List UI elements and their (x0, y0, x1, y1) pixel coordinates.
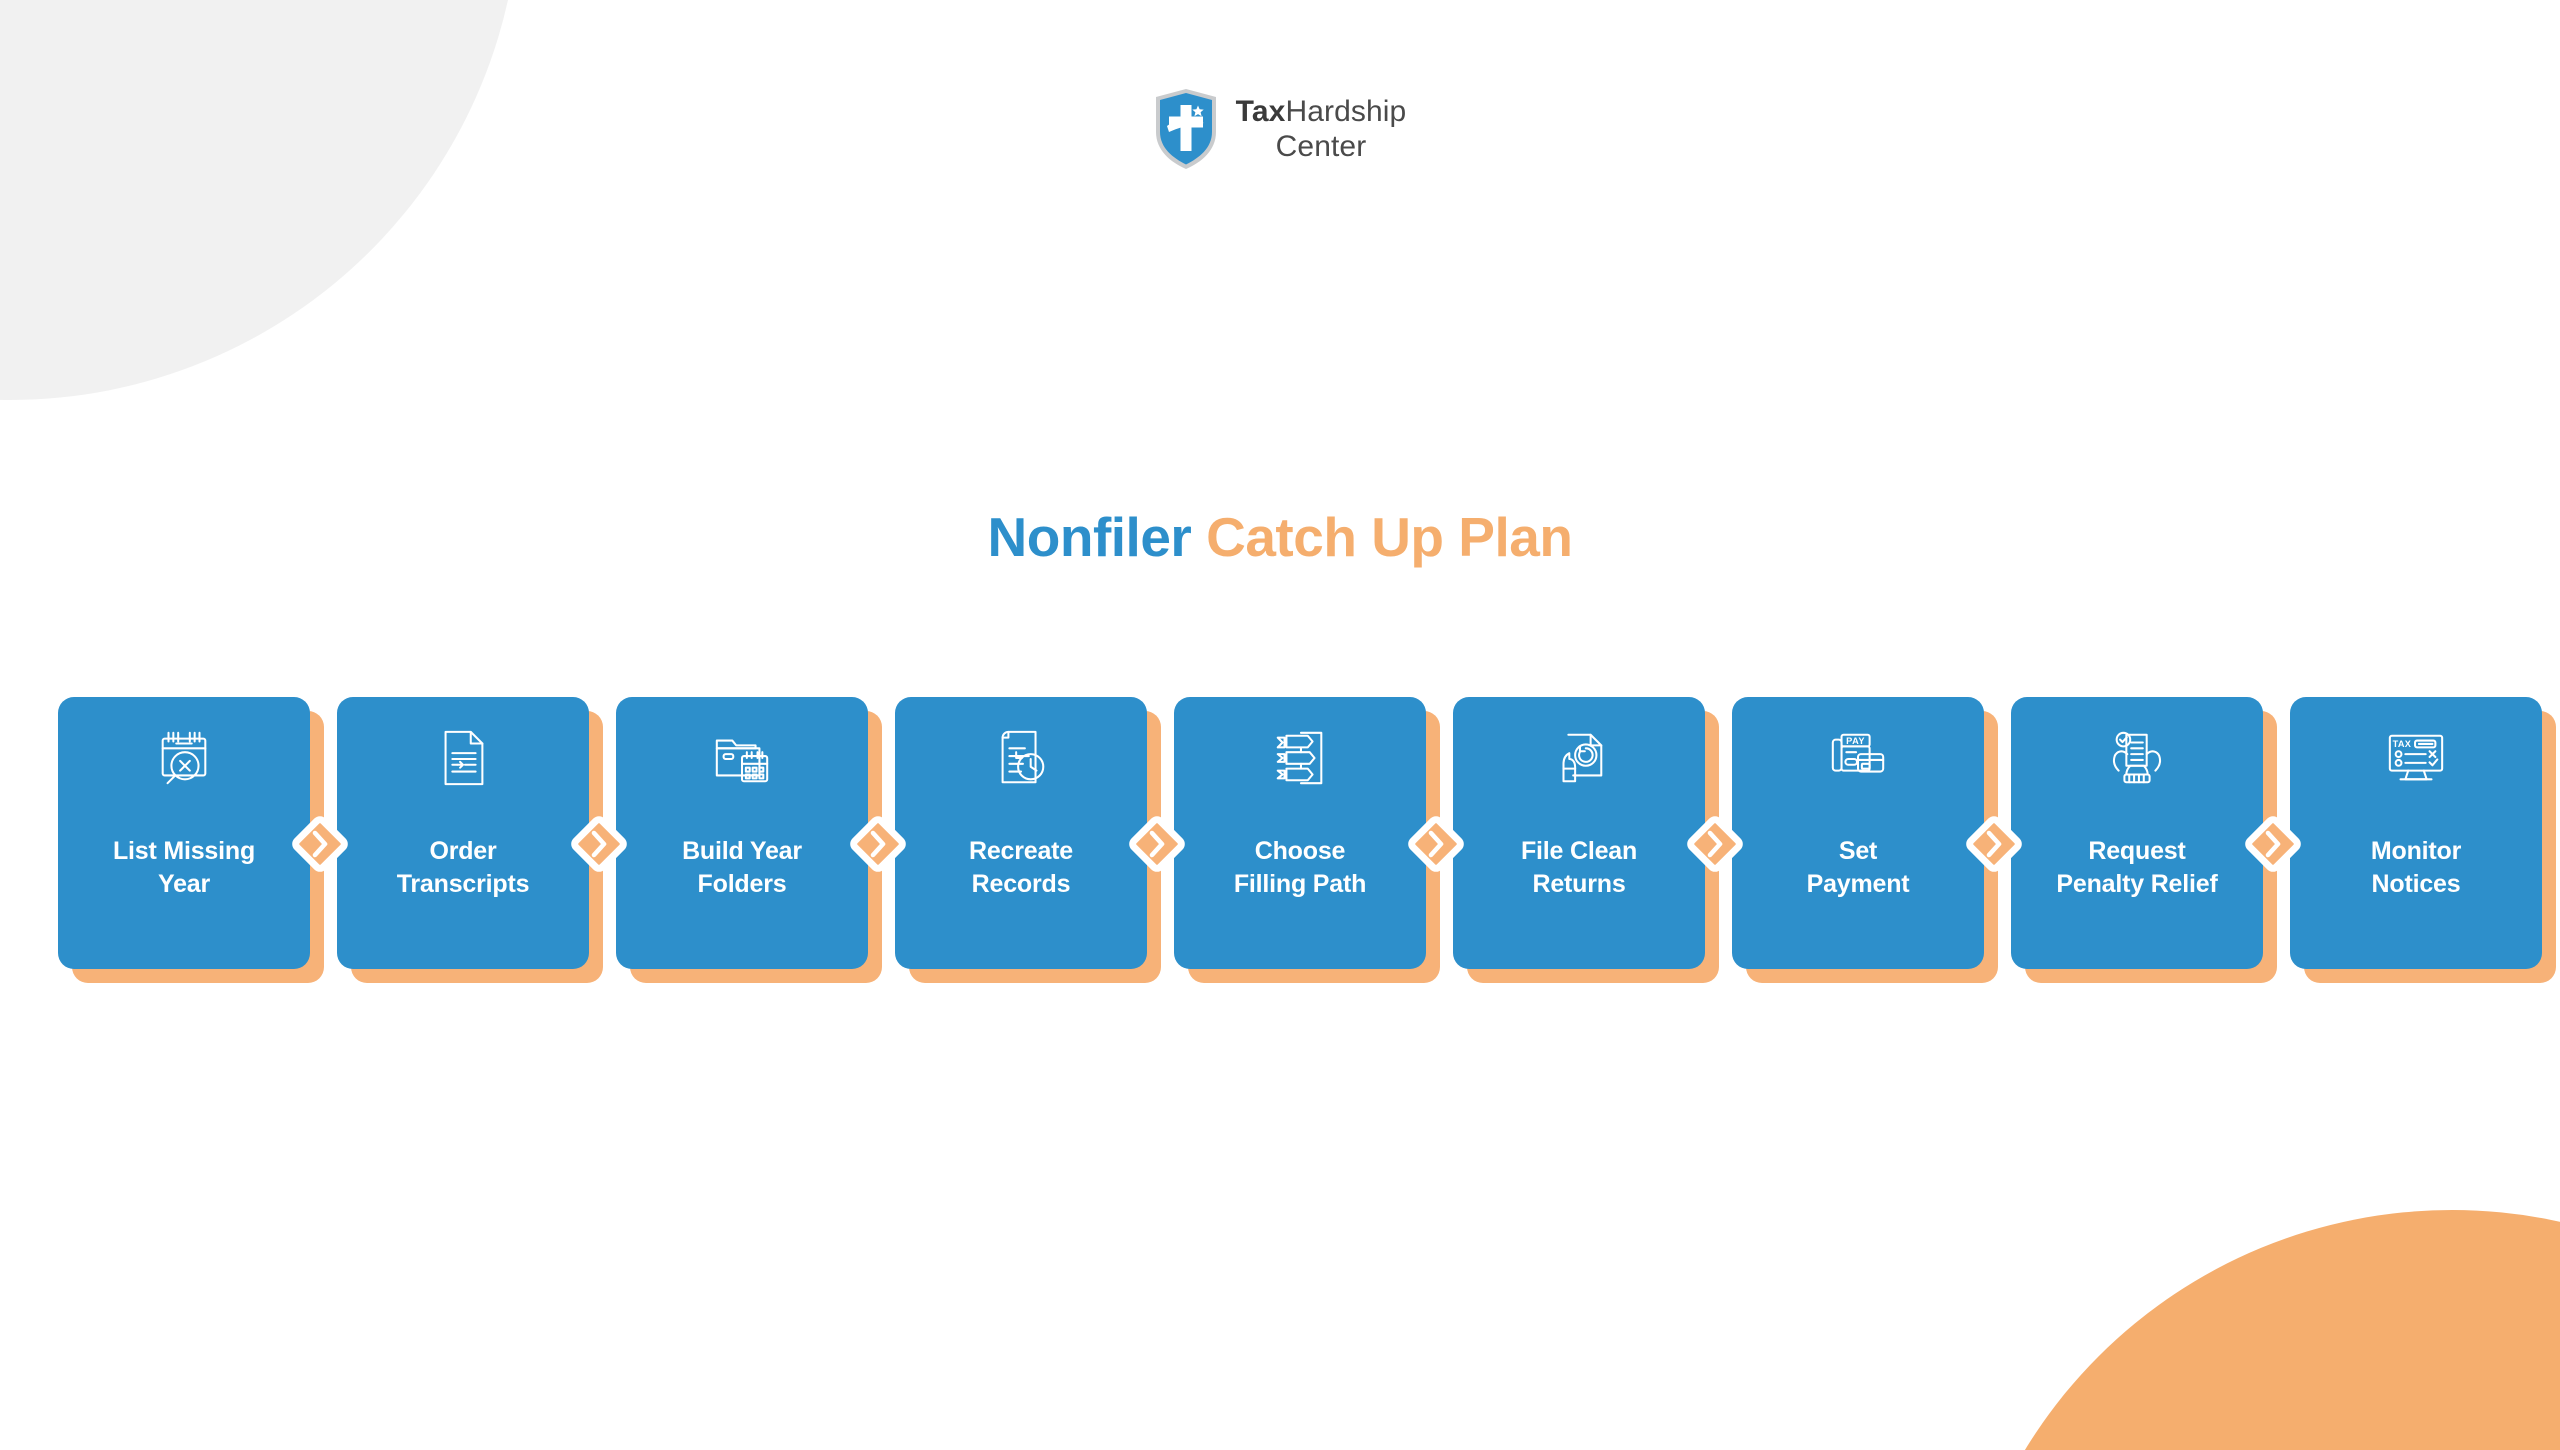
flow-step-label-line2: Notices (2371, 870, 2461, 898)
chevron-right-icon (1963, 813, 2025, 875)
flow-step-label-line2: Penalty Relief (2056, 870, 2218, 898)
chevron-right-icon (1684, 813, 1746, 875)
flowchart-branch-path-icon (1269, 727, 1331, 789)
decorative-circle-top-left (0, 0, 520, 400)
chevron-right-icon (1126, 813, 1188, 875)
brand-logo: TaxHardship Center (1154, 88, 1407, 170)
flow-step-label-line1: Request (2088, 837, 2186, 865)
flow-connector-6 (1683, 812, 1747, 876)
flow-connector-7 (1962, 812, 2026, 876)
page-title-accent: Catch Up Plan (1206, 506, 1573, 568)
flow-step-label-line1: Build Year (682, 837, 802, 865)
flow-connector-2 (567, 812, 631, 876)
flow-step-label-line1: List Missing (112, 837, 256, 865)
flow-connector-4 (1125, 812, 1189, 876)
page-title-primary: Nonfiler (987, 506, 1192, 568)
svg-text:PAY: PAY (1846, 736, 1865, 746)
flow-step-label-line2: Records (971, 870, 1071, 898)
chevron-right-icon (568, 813, 630, 875)
flow-connector-8 (2241, 812, 2305, 876)
page-title: Nonfiler Catch Up Plan (0, 505, 2560, 569)
brand-name-tax: Tax (1235, 94, 1286, 128)
brand-name-hardship: Hardship (1285, 94, 1407, 128)
folder-calendar-icon (711, 727, 773, 789)
monitor-tax-checklist-icon: TAX (2385, 727, 2447, 789)
brand-name-center: Center (1275, 130, 1367, 163)
flow-step-label-line2: Payment (1806, 870, 1910, 898)
decorative-circle-bottom-right (1952, 1210, 2560, 1450)
flow-step-label-line2: Folders (697, 870, 787, 898)
flow-step-label-line1: Choose (1254, 837, 1346, 865)
flow-step-label-line2: Filling Path (1233, 870, 1367, 898)
document-history-restore-icon (990, 727, 1052, 789)
hands-document-check-icon (2106, 727, 2168, 789)
shield-cross-star-icon (1155, 89, 1216, 169)
flow-connector-3 (846, 812, 910, 876)
flow-connector-1 (288, 812, 352, 876)
flow-step-label-line2: Year (157, 870, 211, 898)
brand-name: TaxHardship Center (1236, 94, 1407, 164)
flow-connector-5 (1404, 812, 1468, 876)
flow-step-label-line1: File Clean (1520, 837, 1638, 865)
svg-text:TAX: TAX (2393, 739, 2412, 749)
hand-document-refresh-icon (1548, 727, 1610, 789)
chevron-right-icon (847, 813, 909, 875)
calendar-search-missing-icon (153, 727, 215, 789)
flow-step-label-line1: Set (1838, 837, 1878, 865)
chevron-right-icon (289, 813, 351, 875)
flow-step-label-line1: Monitor (2370, 837, 2462, 865)
flow-step-label-line1: Recreate (968, 837, 1074, 865)
chevron-right-icon (1405, 813, 1467, 875)
flow-step-label-line2: Returns (1532, 870, 1626, 898)
flow-step-label-line1: Order (429, 837, 497, 865)
pay-terminal-cards-icon: PAY (1827, 727, 1889, 789)
document-request-lines-icon (432, 727, 494, 789)
page-header: TaxHardship Center (0, 88, 2560, 170)
flow-step-label-line2: Transcripts (396, 870, 530, 898)
chevron-right-icon (2242, 813, 2304, 875)
